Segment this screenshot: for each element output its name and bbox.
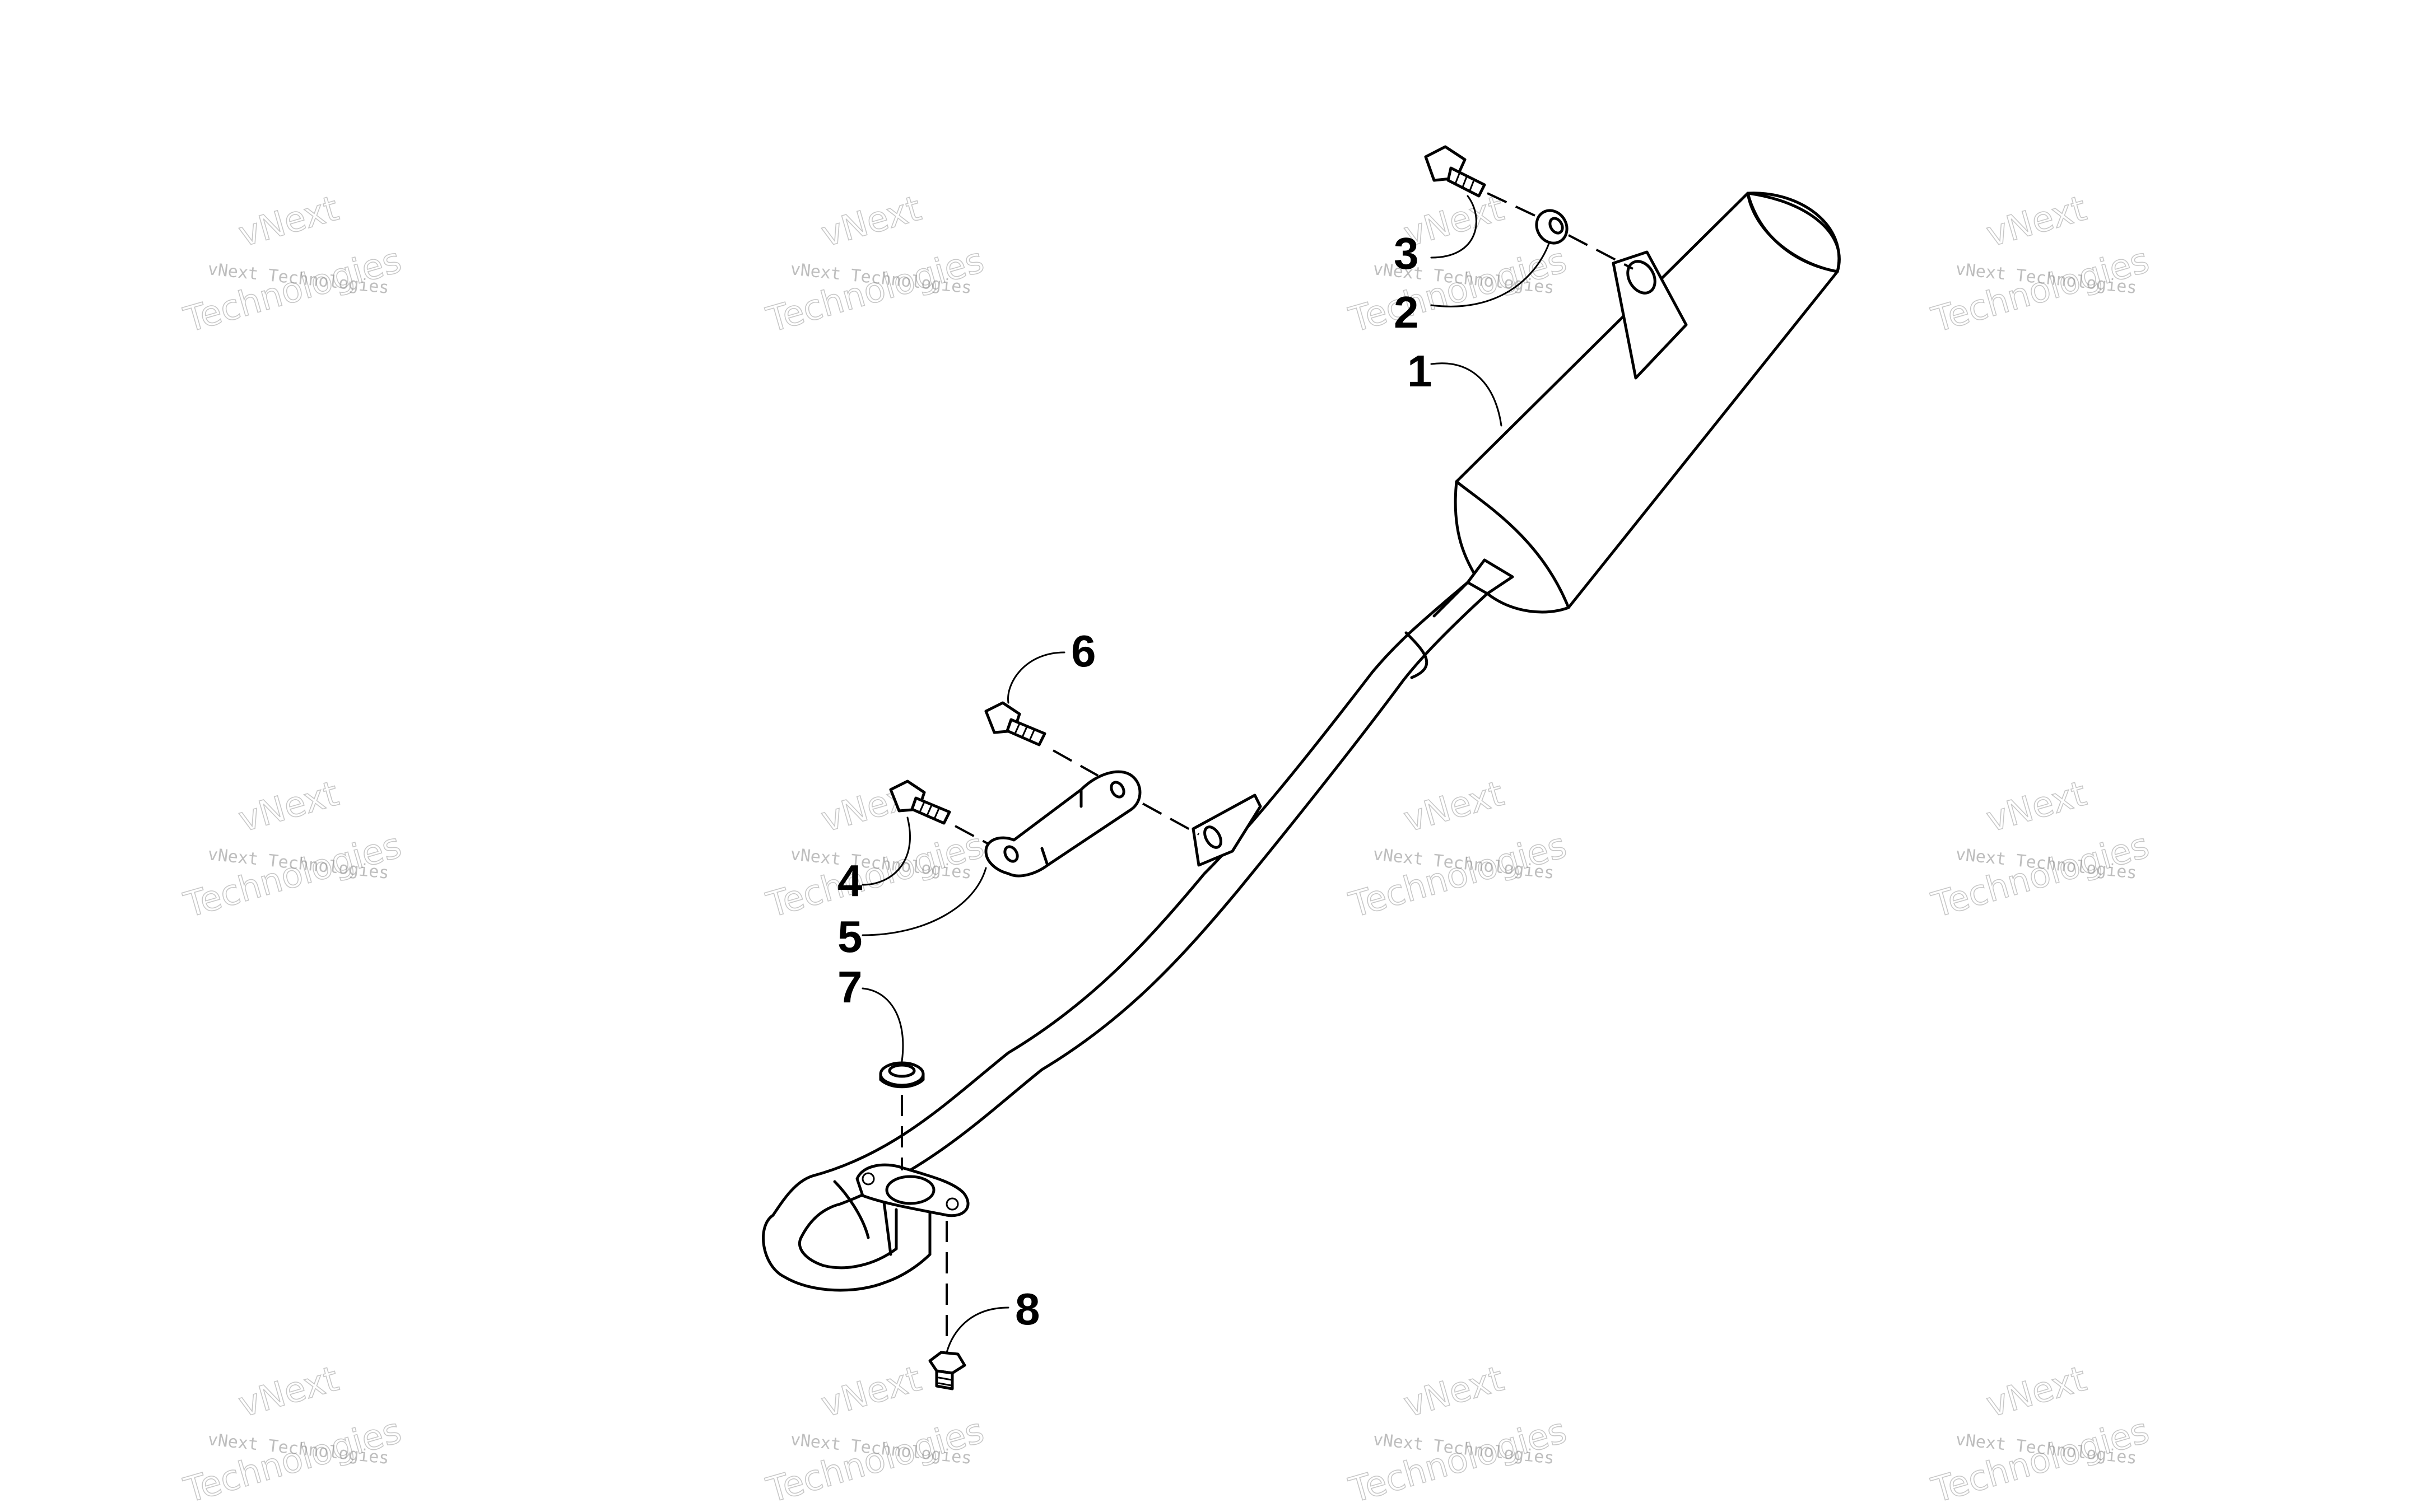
watermark-text-large: vNext	[1399, 1358, 1508, 1425]
callout-5: 5	[837, 912, 863, 962]
watermark-text-large: vNext	[1982, 1358, 2091, 1425]
callout-6: 6	[1071, 626, 1096, 676]
muffler	[1454, 192, 1841, 614]
assembly-line-5	[1142, 802, 1199, 836]
watermark-text-large: vNext	[1399, 773, 1508, 840]
assembly-line-6	[1053, 749, 1099, 777]
watermark-text-large: vNext	[817, 1358, 925, 1425]
watermark-text-large: vNext	[234, 773, 343, 840]
callout-1: 1	[1407, 346, 1432, 396]
watermark-text-large: vNext	[1982, 188, 2091, 255]
watermark-text-large: vNext	[817, 188, 925, 255]
callout-4: 4	[837, 856, 863, 906]
assembly-line-3	[1487, 192, 1535, 217]
callout-labels: 1 2 3 4 5 6 7 8	[837, 228, 1432, 1334]
bolt-6	[984, 701, 1046, 746]
watermark-text-large: vNext	[1982, 773, 2091, 840]
watermark-text-large: vNext	[234, 1358, 343, 1425]
bolt-4	[889, 780, 951, 825]
nut-8	[928, 1351, 966, 1390]
callout-7: 7	[837, 962, 863, 1012]
bolt-3	[1424, 145, 1486, 198]
washer-2	[1535, 209, 1569, 245]
callout-8: 8	[1015, 1284, 1040, 1334]
watermark-text-large: vNext	[234, 188, 343, 255]
exhaust-flange	[855, 1163, 970, 1217]
leader-lines	[862, 195, 1550, 1354]
assembly-line-2	[1568, 234, 1634, 270]
assembly-line-4	[955, 825, 992, 847]
callout-3: 3	[1394, 228, 1419, 278]
gasket-7	[879, 1061, 925, 1089]
callout-2: 2	[1394, 287, 1419, 337]
bracket-5	[984, 770, 1142, 878]
